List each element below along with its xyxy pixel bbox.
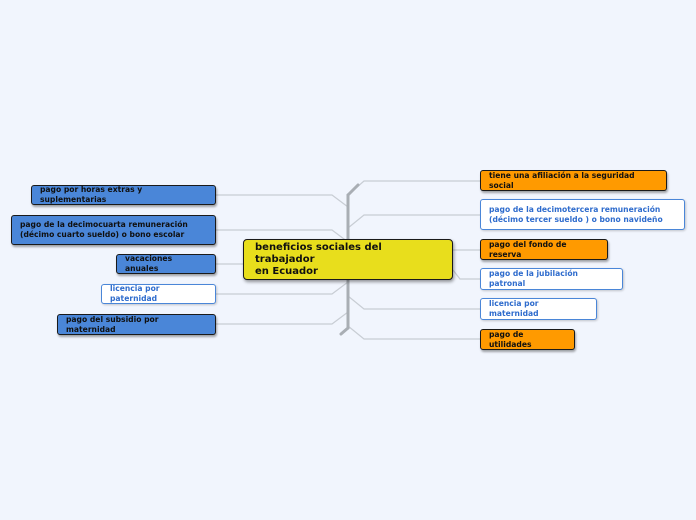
central-topic[interactable]: beneficios sociales del trabajador en Ec… [243,239,453,280]
branch-label: pago del subsidio por maternidad [66,314,159,334]
connector-right-5 [347,295,480,310]
connector-right-4 [452,269,480,280]
connector-right-2 [347,214,480,229]
branch-decimotercera[interactable]: pago de la decimotercera remuneración (d… [480,199,685,230]
trunk-top-curve [346,183,360,197]
trunk-bottom-curve [339,326,350,336]
branch-utilidades[interactable]: pago de utilidades [480,329,575,350]
central-topic-label: beneficios sociales del trabajador en Ec… [255,241,382,277]
branch-jubilacion-patronal[interactable]: pago de la jubilación patronal [480,268,623,290]
branch-label: vacaciones anuales [125,254,173,273]
branch-licencia-paternidad[interactable]: licencia por paternidad [101,284,216,304]
branch-decimocuarta[interactable]: pago de la decimocuarta remuneración (dé… [11,215,216,245]
branch-fondo-reserva[interactable]: pago del fondo de reserva [480,239,608,260]
branch-horas-extras[interactable]: pago por horas extras y suplementarias [31,185,216,205]
branch-label: pago de la decimotercera remuneración (d… [489,204,663,224]
branch-label: pago del fondo de reserva [489,239,567,259]
branch-label: pago de la decimocuarta remuneración (dé… [20,220,188,239]
branch-label: licencia por maternidad [489,299,539,318]
branch-subsidio-maternidad[interactable]: pago del subsidio por maternidad [57,314,216,335]
branch-label: pago de la jubilación patronal [489,269,578,288]
branch-afiliacion[interactable]: tiene una afiliación a la seguridad soci… [480,170,667,191]
branch-vacaciones[interactable]: vacaciones anuales [116,254,216,274]
connector-left-5 [216,311,349,325]
connector-right-6 [347,325,480,340]
connector-right-1 [347,180,480,196]
branch-label: pago de utilidades [489,329,532,349]
branch-label: tiene una afiliación a la seguridad soci… [489,170,635,190]
connector-left-1 [216,194,349,208]
branch-label: licencia por paternidad [110,284,160,303]
branch-label: pago por horas extras y suplementarias [40,185,143,204]
connector-left-4 [216,281,349,295]
connector-left-2 [216,229,349,243]
branch-licencia-maternidad[interactable]: licencia por maternidad [480,298,597,320]
